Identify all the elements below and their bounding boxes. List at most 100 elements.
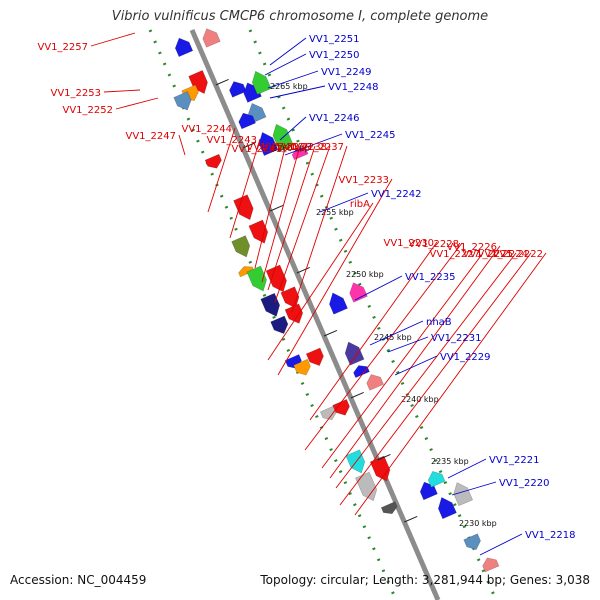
tick-mark [215, 78, 229, 86]
leader-line [267, 70, 319, 89]
gene-label: VV1_2243 [207, 135, 258, 146]
tick-mark [377, 453, 391, 461]
gene-feature [202, 28, 221, 48]
leader-line [304, 242, 463, 451]
leader-line [279, 116, 307, 141]
leader-line [277, 178, 393, 376]
tick-mark [242, 141, 256, 149]
gene-label: VV1_2228 [409, 239, 460, 250]
leader-line [354, 252, 547, 516]
right-dot-track [248, 29, 498, 600]
tick-label: 2260 kbp [272, 144, 310, 153]
leader-line [321, 252, 484, 469]
leader-line [261, 145, 301, 283]
gene-label: nhaB [426, 317, 452, 328]
gene-label: VV1_2242 [371, 189, 422, 200]
tick-label: 2230 kbp [459, 519, 497, 528]
leader-line [254, 147, 286, 269]
leader-line [329, 245, 501, 479]
dot-tracks [148, 29, 498, 600]
gene-label: VV1_2231 [431, 333, 482, 344]
gene-label: VV1_2235 [405, 272, 456, 283]
leader-line [274, 145, 331, 303]
leader-line [264, 53, 307, 76]
gene-features [173, 28, 500, 573]
gene-labels: VV1_2257VV1_2253VV1_2252VV1_2247VV1_2244… [38, 34, 576, 541]
gene-feature [305, 347, 324, 367]
label-leader-lines [90, 32, 547, 556]
gene-feature [453, 482, 474, 507]
gene-feature [251, 70, 272, 95]
gene-label: VV1_2226 [447, 242, 498, 253]
gene-feature [482, 557, 500, 573]
gene-label: VV1_2239 [262, 142, 313, 153]
leader-line [479, 533, 523, 556]
tick-label: 2235 kbp [431, 457, 469, 466]
gene-label: VV1_2224 [478, 249, 529, 260]
gene-label: VV1_2241 [232, 144, 283, 155]
gene-label: VV1_2238 [277, 142, 328, 153]
gene-feature [437, 496, 457, 520]
gene-feature [229, 81, 247, 98]
gene-label: VV1_2247 [126, 131, 177, 142]
leader-line [394, 355, 438, 376]
leader-line [339, 252, 532, 506]
leader-line [369, 320, 424, 346]
leader-line [291, 145, 348, 313]
leader-line [354, 275, 403, 301]
gene-label: VV1_2248 [328, 82, 379, 93]
gene-feature [427, 471, 446, 488]
gene-label: VV1_2229 [440, 352, 491, 363]
gene-feature [329, 292, 348, 315]
map-title: Vibrio vulnificus CMCP6 chromosome I, co… [111, 9, 489, 24]
topology-text: Topology: circular; Length: 3,281,944 bp… [260, 573, 590, 587]
gene-feature [265, 264, 287, 293]
leader-line [115, 97, 159, 110]
gene-feature [233, 194, 254, 221]
gene-label: VV1_2218 [525, 530, 576, 541]
gene-feature [463, 533, 481, 550]
tick-label: 2265 kbp [270, 82, 308, 91]
leader-line [335, 252, 517, 489]
gene-label: VV1_2250 [309, 50, 360, 61]
leader-line [229, 138, 261, 239]
gene-label: VV1_2252 [63, 105, 114, 116]
gene-label: VV1_2237 [294, 142, 345, 153]
leader-line [269, 37, 307, 66]
tick-label: 2250 kbp [346, 270, 384, 279]
gene-feature [260, 292, 280, 317]
gene-label: VV1_2249 [321, 67, 372, 78]
gene-feature [355, 471, 378, 502]
gene-feature [293, 358, 311, 376]
tick-mark [296, 266, 310, 274]
gene-feature [248, 219, 269, 244]
leader-line [284, 133, 343, 156]
gene-label: VV1_2257 [38, 42, 89, 53]
gene-feature [188, 70, 208, 95]
gene-feature [419, 481, 438, 501]
leader-line [309, 241, 438, 421]
gene-feature [349, 282, 368, 303]
gene-feature [231, 235, 251, 258]
gene-feature [246, 265, 267, 292]
gene-label: VV1_2220 [499, 478, 550, 489]
gene-feature [344, 341, 365, 366]
gene-feature [345, 449, 366, 474]
leader-line [447, 458, 487, 479]
tick-label: 2255 kbp [316, 208, 354, 217]
leader-line [178, 134, 186, 156]
gene-label: VV1_2253 [51, 88, 102, 99]
leader-line [207, 127, 236, 213]
gene-feature [353, 365, 370, 379]
gene-feature [332, 399, 350, 416]
leader-line [387, 336, 429, 353]
gene-feature [280, 286, 300, 309]
leader-line [103, 89, 141, 93]
gene-feature [258, 131, 279, 156]
gene-label: VV1_2230 [384, 238, 435, 249]
gene-label: VV1_2251 [309, 34, 360, 45]
leader-line [267, 145, 316, 291]
gene-feature [204, 153, 222, 169]
chromosome-backbone [189, 29, 441, 600]
